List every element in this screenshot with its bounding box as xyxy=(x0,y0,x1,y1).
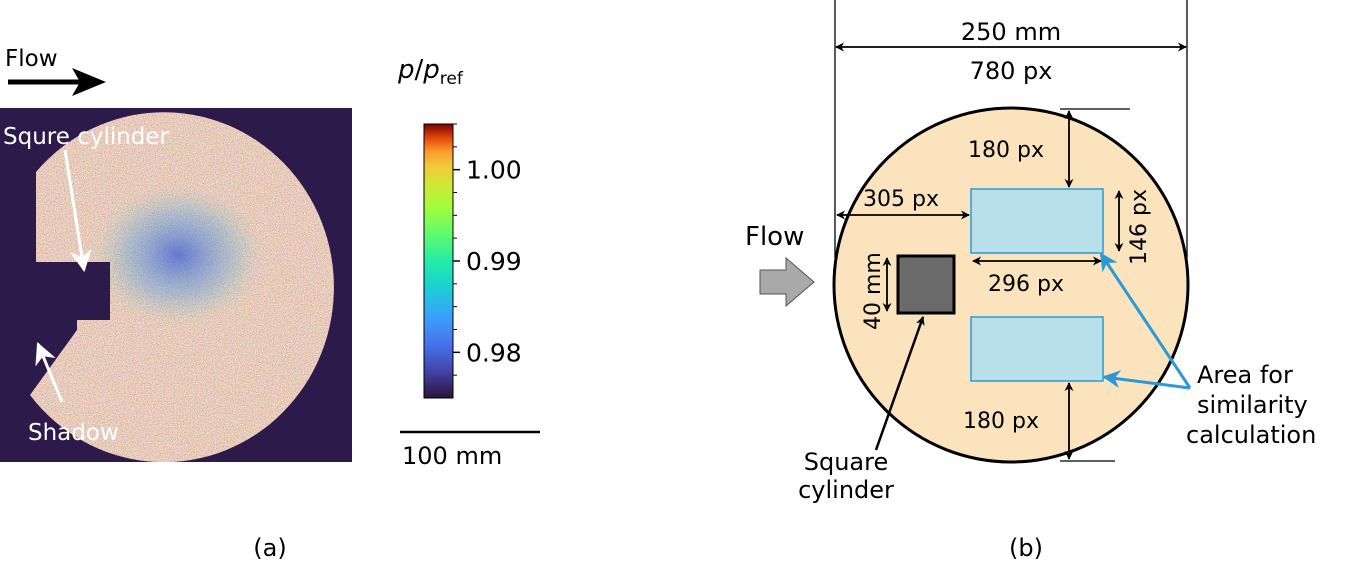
colorbar-title: p/pref xyxy=(397,55,464,89)
rect-height-label: 146 px xyxy=(1127,189,1152,265)
colorbar-tick-label-1: 0.99 xyxy=(466,247,522,276)
cylinder-pointer-a xyxy=(63,149,92,273)
colorbar-slash: / xyxy=(415,55,424,85)
flow-label-b: Flow xyxy=(745,222,804,252)
caption-a: (a) xyxy=(253,534,286,562)
colorbar-tick-label-2: 0.98 xyxy=(466,338,522,367)
area-label-line3: calculation xyxy=(1186,421,1316,449)
colorbar-ticks: 1.00 0.99 0.98 xyxy=(453,123,522,376)
colorbar: p/pref 1.000.990.98 xyxy=(397,55,522,399)
cylinder-label-a: Squre cylinder xyxy=(3,124,170,150)
similarity-area-bottom xyxy=(970,316,1104,382)
colorbar-tick-label-0: 1.00 xyxy=(466,156,522,185)
width-mm-label: 250 mm xyxy=(961,18,1061,46)
caption-b: (b) xyxy=(1009,534,1043,562)
scale-bar-label: 100 mm xyxy=(402,442,502,470)
bottom-gap-label: 180 px xyxy=(963,409,1039,434)
colorbar-gradient xyxy=(423,123,454,399)
square-cylinder xyxy=(896,254,956,315)
panel-b: 250 mm 780 px 180 px 180 px 305 px 146 p… xyxy=(745,0,1316,562)
area-label-line2: similarity xyxy=(1197,391,1308,419)
area-label-line1: Area for xyxy=(1197,361,1293,389)
cylinder-size-label: 40 mm xyxy=(861,252,886,330)
panel-a: Flow Squre cylinder Shadow p/pref 1.000.… xyxy=(0,46,540,562)
cylinder-pointer-b xyxy=(874,316,925,451)
flow-arrow-a-head xyxy=(72,68,106,96)
width-px-label: 780 px xyxy=(970,57,1053,85)
flow-label-a: Flow xyxy=(5,46,58,72)
similarity-area-top xyxy=(970,188,1104,254)
cylinder-label-b-line2: cylinder xyxy=(798,476,894,504)
flow-arrow-b xyxy=(759,256,815,308)
colorbar-p: p xyxy=(397,55,415,85)
left-offset-label: 305 px xyxy=(863,187,939,212)
colorbar-pref: p xyxy=(422,55,440,85)
shadow-pointer-a xyxy=(35,341,64,403)
area-pointer-bottom xyxy=(1102,370,1191,390)
cylinder-label-b-line1: Square xyxy=(804,448,889,476)
rect-width-label: 296 px xyxy=(988,272,1064,297)
colorbar-ref-subscript: ref xyxy=(440,69,464,89)
area-pointer-top xyxy=(1099,252,1192,389)
top-gap-label: 180 px xyxy=(968,138,1044,163)
shadow-label-a: Shadow xyxy=(28,420,119,446)
